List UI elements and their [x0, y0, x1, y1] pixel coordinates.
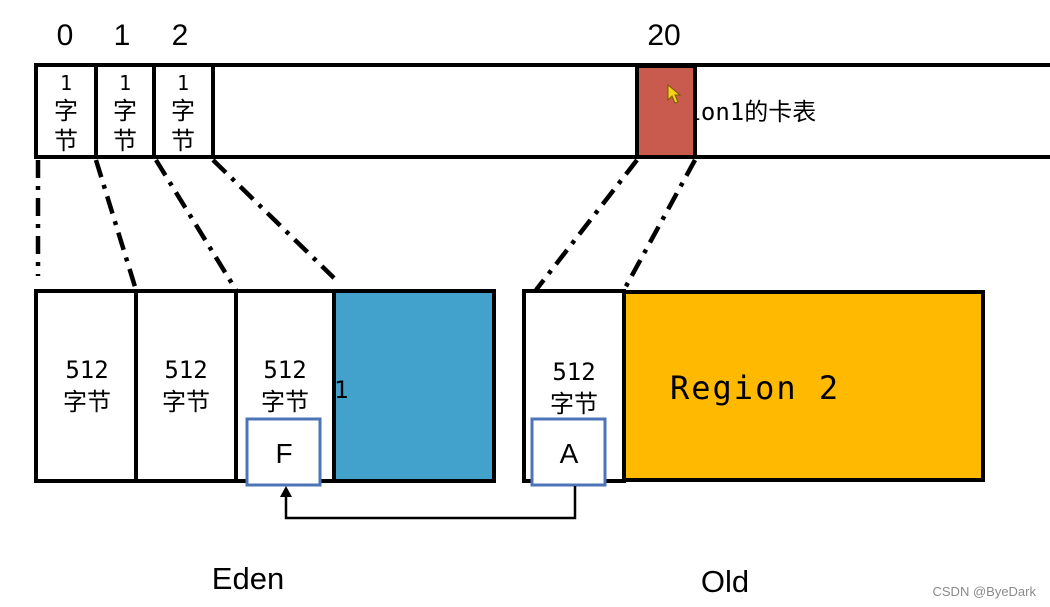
card-cell-0: 1 字 节 — [54, 71, 78, 155]
eden-card-1: 512 字节 — [162, 356, 210, 416]
svg-text:512: 512 — [164, 356, 207, 384]
object-a-box — [530, 417, 607, 487]
svg-text:节: 节 — [113, 127, 137, 155]
old-label: Old — [701, 564, 749, 599]
eden-filled-area — [332, 289, 496, 483]
dirty-card-20 — [635, 64, 697, 159]
card-index-2: 2 — [172, 19, 189, 52]
card-table-bar — [34, 63, 1050, 159]
eden-label: Eden — [212, 561, 284, 596]
svg-text:512: 512 — [65, 356, 108, 384]
svg-text:字: 字 — [54, 97, 78, 125]
object-f-label: F — [275, 438, 292, 469]
svg-text:512: 512 — [263, 356, 306, 384]
reference-arrow — [280, 486, 577, 520]
object-a-label: A — [560, 438, 579, 469]
card-cell-1: 1 字 节 — [113, 71, 137, 155]
watermark: CSDN @ByeDark — [933, 584, 1037, 599]
card-index-20: 20 — [647, 19, 680, 52]
svg-text:字节: 字节 — [261, 388, 309, 416]
eden-card-0: 512 字节 — [63, 356, 111, 416]
svg-text:1: 1 — [177, 71, 189, 95]
svg-text:字节: 字节 — [63, 388, 111, 416]
svg-text:字节: 字节 — [550, 390, 598, 418]
svg-text:字节: 字节 — [162, 388, 210, 416]
mouse-pointer-icon — [667, 83, 682, 104]
eden-partial-label: 1 — [334, 376, 348, 404]
old-card-0: 512 字节 — [550, 358, 598, 418]
svg-text:节: 节 — [171, 127, 195, 155]
region-2-label: Region 2 — [670, 369, 840, 407]
svg-text:字: 字 — [113, 97, 137, 125]
card-index-0: 0 — [57, 19, 74, 52]
eden-card-2: 512 字节 — [261, 356, 309, 416]
card-index-1: 1 — [114, 19, 131, 52]
svg-text:字: 字 — [171, 97, 195, 125]
svg-text:1: 1 — [60, 71, 72, 95]
card-cell-2: 1 字 节 — [171, 71, 195, 155]
svg-text:节: 节 — [54, 127, 78, 155]
old-filled-area — [622, 290, 985, 482]
object-f-box — [245, 417, 322, 487]
svg-text:1: 1 — [119, 71, 131, 95]
card-mapping-lines — [35, 158, 697, 292]
svg-text:512: 512 — [552, 358, 595, 386]
